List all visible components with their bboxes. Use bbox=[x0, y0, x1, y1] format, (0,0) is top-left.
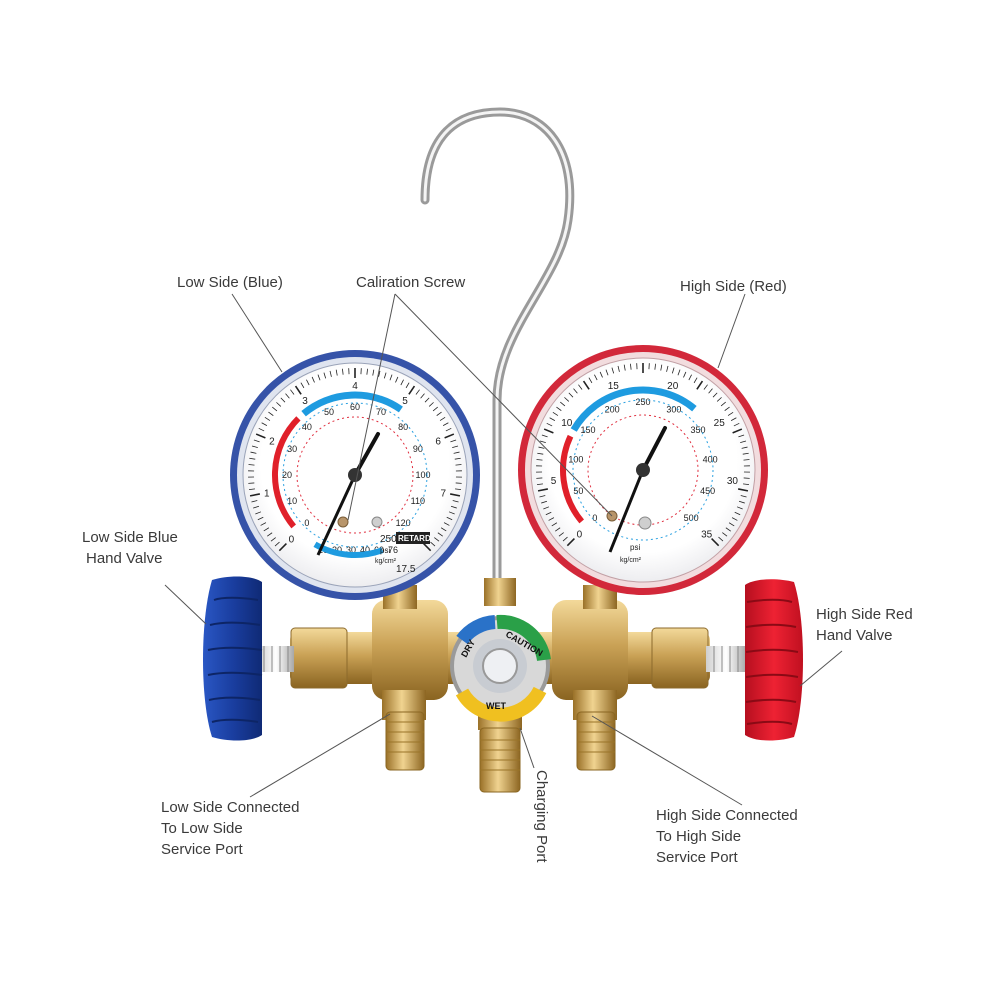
leader-charging bbox=[520, 728, 534, 768]
high-gauge-outer-label: 10 bbox=[561, 418, 573, 429]
low-gauge-psi-label: 90 bbox=[413, 444, 423, 454]
high-side-red-hand-valve-knob bbox=[745, 579, 803, 740]
low-gauge-outer-label: 6 bbox=[435, 437, 441, 448]
label-calibration-screw: Caliration Screw bbox=[356, 272, 465, 293]
low-gauge-psi-label: 10 bbox=[287, 496, 297, 506]
high-gauge-psi-label: 450 bbox=[700, 486, 715, 496]
label-low-port-line2: To Low Side bbox=[161, 818, 299, 839]
low-gauge-outer-label: 5 bbox=[402, 396, 408, 407]
label-high-valve: High Side Red Hand Valve bbox=[816, 604, 913, 646]
low-gauge-max: 17.5 bbox=[396, 564, 416, 575]
label-low-port-line1: Low Side Connected bbox=[161, 797, 299, 818]
high-gauge-psi-label: 400 bbox=[703, 454, 718, 464]
high-gauge-outer-label: 35 bbox=[701, 530, 713, 541]
label-high-port-line3: Service Port bbox=[656, 847, 798, 868]
label-charging-port: Charging Port bbox=[533, 770, 550, 863]
low-side-blue-hand-valve-knob bbox=[203, 576, 262, 740]
charging-port-hub: DRY CAUTION WET bbox=[450, 616, 550, 716]
low-side-gauge: 0123456780102030405060708090100110120102… bbox=[230, 350, 480, 600]
low-gauge-psi-label: 70 bbox=[376, 407, 386, 417]
low-gauge-calibration-screw bbox=[338, 517, 348, 527]
leader-high-valve bbox=[800, 651, 842, 686]
low-gauge-small-num: 250 bbox=[380, 534, 397, 545]
label-high-valve-line1: High Side Red bbox=[816, 604, 913, 625]
high-gauge-psi-label: 500 bbox=[684, 513, 699, 523]
low-gauge-psi-label: 80 bbox=[398, 422, 408, 432]
low-gauge-outer-label: 7 bbox=[440, 489, 446, 500]
high-gauge-psi-label: 200 bbox=[605, 404, 620, 414]
low-side-service-port bbox=[386, 712, 424, 770]
high-gauge-outer-label: 25 bbox=[714, 418, 726, 429]
low-gauge-psi-label: 0 bbox=[304, 518, 309, 528]
label-high-port: High Side Connected To High Side Service… bbox=[656, 805, 798, 868]
label-low-valve-line1: Low Side Blue bbox=[82, 527, 178, 548]
low-valve-stem bbox=[258, 646, 294, 672]
high-gauge-outer-label: 30 bbox=[727, 476, 739, 487]
low-gauge-outer-label: 4 bbox=[352, 381, 358, 392]
label-high-port-line2: To High Side bbox=[656, 826, 798, 847]
label-low-valve-line2: Hand Valve bbox=[82, 548, 178, 569]
label-low-port: Low Side Connected To Low Side Service P… bbox=[161, 797, 299, 860]
low-gauge-unit-kg: kg/cm² bbox=[375, 558, 397, 565]
high-gauge-outer-label: 15 bbox=[608, 381, 620, 392]
high-gauge-outer-label: 0 bbox=[577, 530, 583, 541]
leader-high-side bbox=[718, 294, 745, 368]
label-high-port-line1: High Side Connected bbox=[656, 805, 798, 826]
label-low-side: Low Side (Blue) bbox=[177, 272, 283, 293]
label-low-valve: Low Side Blue Hand Valve bbox=[82, 527, 178, 569]
low-gauge-psi-label: 110 bbox=[411, 496, 425, 506]
high-gauge-outer-label: 5 bbox=[551, 476, 557, 487]
leader-low-side bbox=[232, 294, 282, 372]
high-gauge-unit-kg: kg/cm² bbox=[620, 557, 642, 564]
high-gauge-psi-label: 100 bbox=[568, 454, 583, 464]
high-side-service-port bbox=[577, 712, 615, 770]
label-high-side: High Side (Red) bbox=[680, 276, 787, 297]
low-gauge-badge: RETARD bbox=[398, 534, 431, 543]
low-gauge-outer-label: 0 bbox=[289, 535, 295, 546]
low-gauge-psi-label: 50 bbox=[324, 407, 334, 417]
leader-low-port bbox=[250, 714, 390, 797]
label-high-valve-line2: Hand Valve bbox=[816, 625, 913, 646]
low-gauge-psi-label: 30 bbox=[287, 444, 297, 454]
label-low-port-line3: Service Port bbox=[161, 839, 299, 860]
high-gauge-psi-label: 300 bbox=[666, 404, 681, 414]
low-gauge-outer-label: 2 bbox=[269, 437, 275, 448]
high-gauge-outer-label: 20 bbox=[667, 381, 679, 392]
high-gauge-unit-psi: psi bbox=[630, 543, 640, 552]
low-gauge-unit-psi: psi bbox=[380, 546, 390, 555]
low-gauge-outer-label: 1 bbox=[264, 489, 270, 500]
low-gauge-psi-label: 100 bbox=[415, 470, 430, 480]
low-gauge-psi-label: 120 bbox=[396, 518, 411, 528]
low-gauge-outer-label: 3 bbox=[302, 396, 308, 407]
charging-port-fitting bbox=[480, 728, 520, 792]
high-gauge-psi-label: 250 bbox=[635, 397, 650, 407]
leader-low-valve bbox=[165, 585, 206, 624]
high-gauge-psi-label: 0 bbox=[592, 513, 597, 523]
high-valve-stem bbox=[706, 646, 746, 672]
ring-text-wet: WET bbox=[486, 701, 506, 711]
low-gauge-psi-label: 40 bbox=[302, 422, 312, 432]
